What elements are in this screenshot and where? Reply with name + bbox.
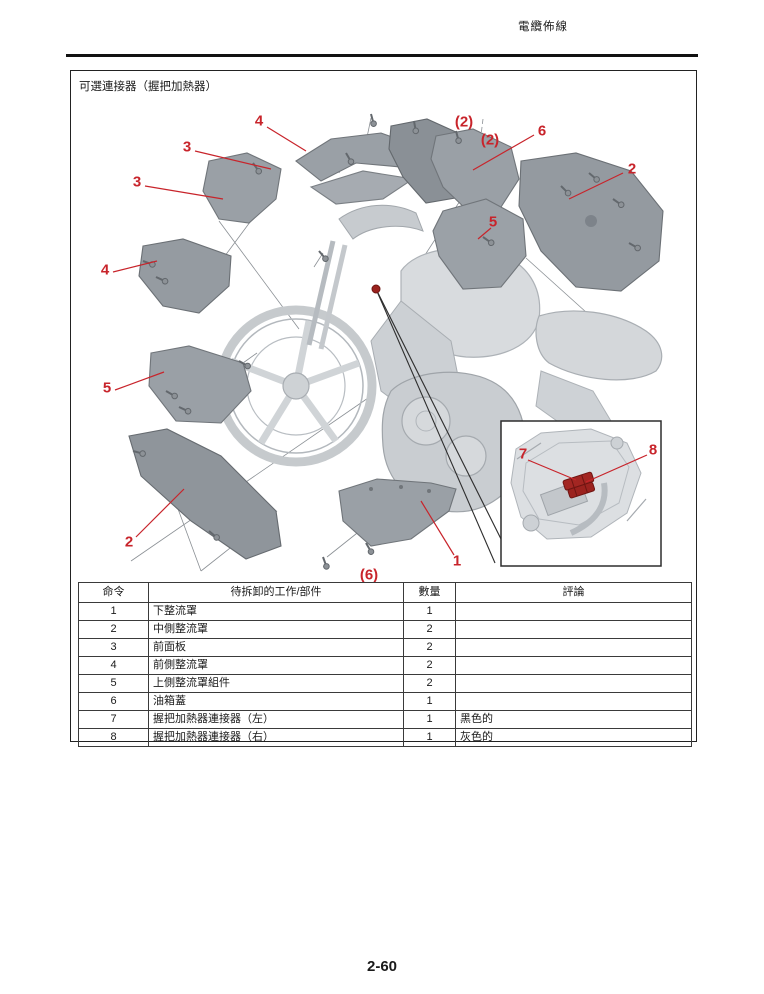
cell-part: 握把加熱器連接器（右） (148, 728, 404, 747)
cell-remarks (455, 638, 692, 657)
exploded-diagram (71, 91, 698, 581)
left-front-panel-part (202, 152, 282, 224)
cell-remarks (455, 656, 692, 675)
cell-part: 前面板 (148, 638, 404, 657)
callout-3-upper: 3 (182, 138, 192, 156)
cell-remarks (455, 674, 692, 693)
callout-7: 7 (518, 445, 528, 463)
table-row: 2 中側整流罩 2 (78, 620, 692, 639)
exploded-diagram-svg (112, 113, 664, 572)
cell-part: 前側整流罩 (148, 656, 404, 675)
left-side-cowling-part (138, 238, 232, 314)
table-header-row: 命令 待拆卸的工作/部件 數量 評論 (78, 582, 692, 603)
cell-order: 1 (78, 602, 149, 621)
cell-order: 8 (78, 728, 149, 747)
grip-heater-connector (562, 471, 596, 499)
detail-pointer (371, 284, 510, 564)
table-row: 4 前側整流罩 2 (78, 656, 692, 675)
figure-title: 可選連接器（握把加熱器） (79, 81, 217, 93)
left-upper-cowling-part (148, 345, 252, 424)
page-header-title: 電纜佈線 (518, 21, 568, 33)
cell-part: 下整流罩 (148, 602, 404, 621)
cell-qty: 2 (403, 620, 456, 639)
callout-2-right: 2 (627, 160, 637, 178)
fairing-parts (128, 118, 664, 560)
cell-order: 2 (78, 620, 149, 639)
callout-1: 1 (452, 552, 462, 570)
cell-order: 7 (78, 710, 149, 729)
right-upper-cowling-part (432, 198, 527, 290)
cell-qty: 1 (403, 602, 456, 621)
cell-remarks (455, 620, 692, 639)
cell-part: 油箱蓋 (148, 692, 404, 711)
cell-order: 5 (78, 674, 149, 693)
col-header-remarks: 評論 (455, 582, 692, 603)
connector-location-dot (371, 284, 381, 294)
callout-2x-a: (2) (454, 113, 474, 131)
screw-icons (132, 113, 641, 570)
callout-5-left: 5 (102, 379, 112, 397)
callout-4-left: 4 (100, 261, 110, 279)
lower-cowling-part (338, 478, 457, 547)
table-row: 1 下整流罩 1 (78, 602, 692, 621)
cell-remarks (455, 692, 692, 711)
table-row: 6 油箱蓋 1 (78, 692, 692, 711)
cell-part: 上側整流罩組件 (148, 674, 404, 693)
page-number: 2-60 (366, 958, 398, 975)
cell-order: 6 (78, 692, 149, 711)
table-row: 8 握把加熱器連接器（右） 1 灰色的 (78, 728, 692, 747)
parts-table: 命令 待拆卸的工作/部件 數量 評論 1 下整流罩 1 2 中側整流罩 2 3 … (78, 582, 692, 747)
figure-box: 可選連接器（握把加熱器） (70, 70, 698, 747)
cell-qty: 1 (403, 710, 456, 729)
cell-remarks: 黑色的 (455, 710, 692, 729)
header-rule (66, 54, 698, 57)
col-header-order: 命令 (78, 582, 149, 603)
motorcycle-body (215, 204, 663, 517)
cell-qty: 1 (403, 692, 456, 711)
col-header-part: 待拆卸的工作/部件 (148, 582, 404, 603)
table-row: 3 前面板 2 (78, 638, 692, 657)
callout-6x: (6) (359, 566, 379, 584)
inset-detail-box (500, 420, 662, 567)
cell-remarks: 灰色的 (455, 728, 692, 747)
cell-qty: 1 (403, 728, 456, 747)
col-header-qty: 數量 (403, 582, 456, 603)
callout-2x-b: (2) (480, 131, 500, 149)
callout-6: 6 (537, 122, 547, 140)
callout-8: 8 (648, 441, 658, 459)
callout-leader-lines (112, 126, 648, 556)
left-middle-fairing-part (128, 428, 282, 560)
cell-qty: 2 (403, 656, 456, 675)
cell-order: 4 (78, 656, 149, 675)
callout-3-lower: 3 (132, 173, 142, 191)
callout-5-right: 5 (488, 213, 498, 231)
callout-4-top: 4 (254, 112, 264, 130)
table-row: 7 握把加熱器連接器（左） 1 黑色的 (78, 710, 692, 729)
cell-part: 握把加熱器連接器（左） (148, 710, 404, 729)
cell-qty: 2 (403, 674, 456, 693)
cell-qty: 2 (403, 638, 456, 657)
fairing-part (309, 170, 415, 205)
table-row: 5 上側整流罩組件 2 (78, 674, 692, 693)
cell-remarks (455, 602, 692, 621)
cell-part: 中側整流罩 (148, 620, 404, 639)
cell-order: 3 (78, 638, 149, 657)
callout-2-left: 2 (124, 533, 134, 551)
